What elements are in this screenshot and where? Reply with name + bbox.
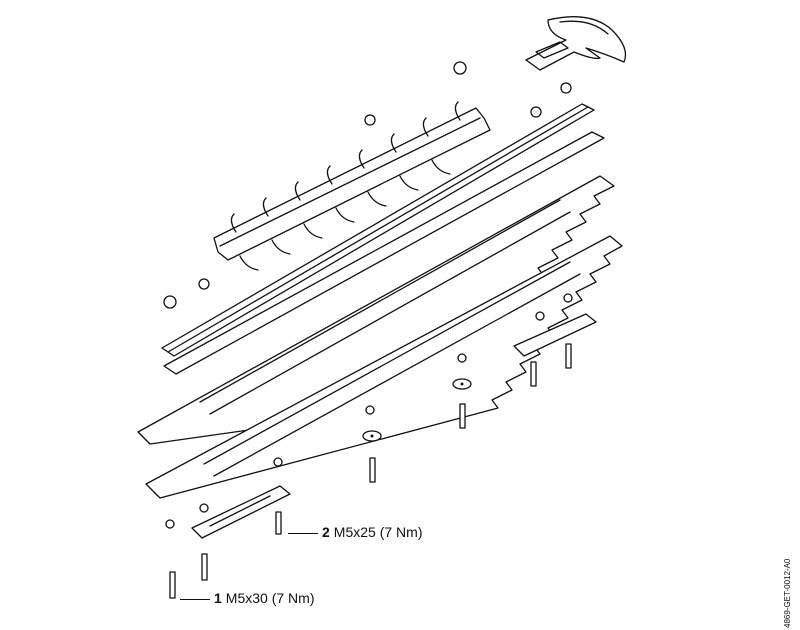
leader-line [288, 532, 318, 534]
clamp-plate-right [513, 313, 597, 357]
leader-line [180, 598, 210, 600]
gear-carrier [213, 107, 491, 261]
drawing-code: 4869-GET-0012-A0 [783, 558, 792, 628]
carrier-arms [230, 101, 461, 271]
hex-nuts [163, 61, 573, 529]
screws [169, 343, 572, 599]
lower-rail [163, 131, 605, 375]
callout-number: 2 [322, 524, 330, 540]
upper-rail [161, 103, 595, 357]
callout-text: M5x25 (7 Nm) [333, 524, 423, 540]
callout-text: M5x30 (7 Nm) [225, 590, 315, 606]
callout-number: 1 [214, 590, 222, 606]
lower-cutter-blade [145, 235, 623, 499]
blade-guard [525, 16, 627, 71]
clamp-plate-bottom [191, 485, 291, 539]
washers [362, 378, 472, 442]
